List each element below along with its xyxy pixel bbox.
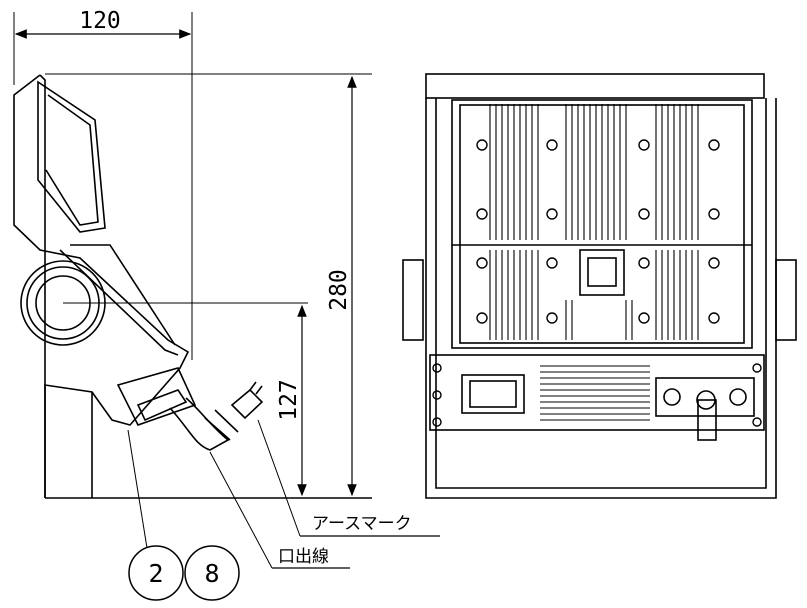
callout-group: 2 8 — [127, 429, 240, 601]
heatsink-fins — [489, 104, 699, 421]
lead-out-leader: 口出線 — [209, 451, 350, 569]
earth-mark-leader: アースマーク — [257, 419, 440, 537]
callout-number: 2 — [148, 559, 163, 588]
front-view — [402, 73, 797, 499]
dimension-total-height-label: 280 — [326, 269, 352, 311]
callout-circle — [128, 545, 184, 601]
dimension-width-label: 120 — [79, 8, 121, 34]
callout-circle — [184, 545, 240, 601]
lead-out-label: 口出線 — [278, 547, 329, 567]
earth-mark-label: アースマーク — [312, 514, 412, 534]
callout-number: 8 — [204, 559, 219, 588]
dimension-total-height: 280 — [45, 73, 372, 497]
dimension-pivot-height-label: 127 — [276, 379, 302, 421]
mounting-bolts — [432, 139, 762, 427]
side-view — [13, 74, 372, 499]
dimension-width: 120 — [13, 8, 193, 360]
dimension-pivot-height: 127 — [276, 304, 307, 497]
